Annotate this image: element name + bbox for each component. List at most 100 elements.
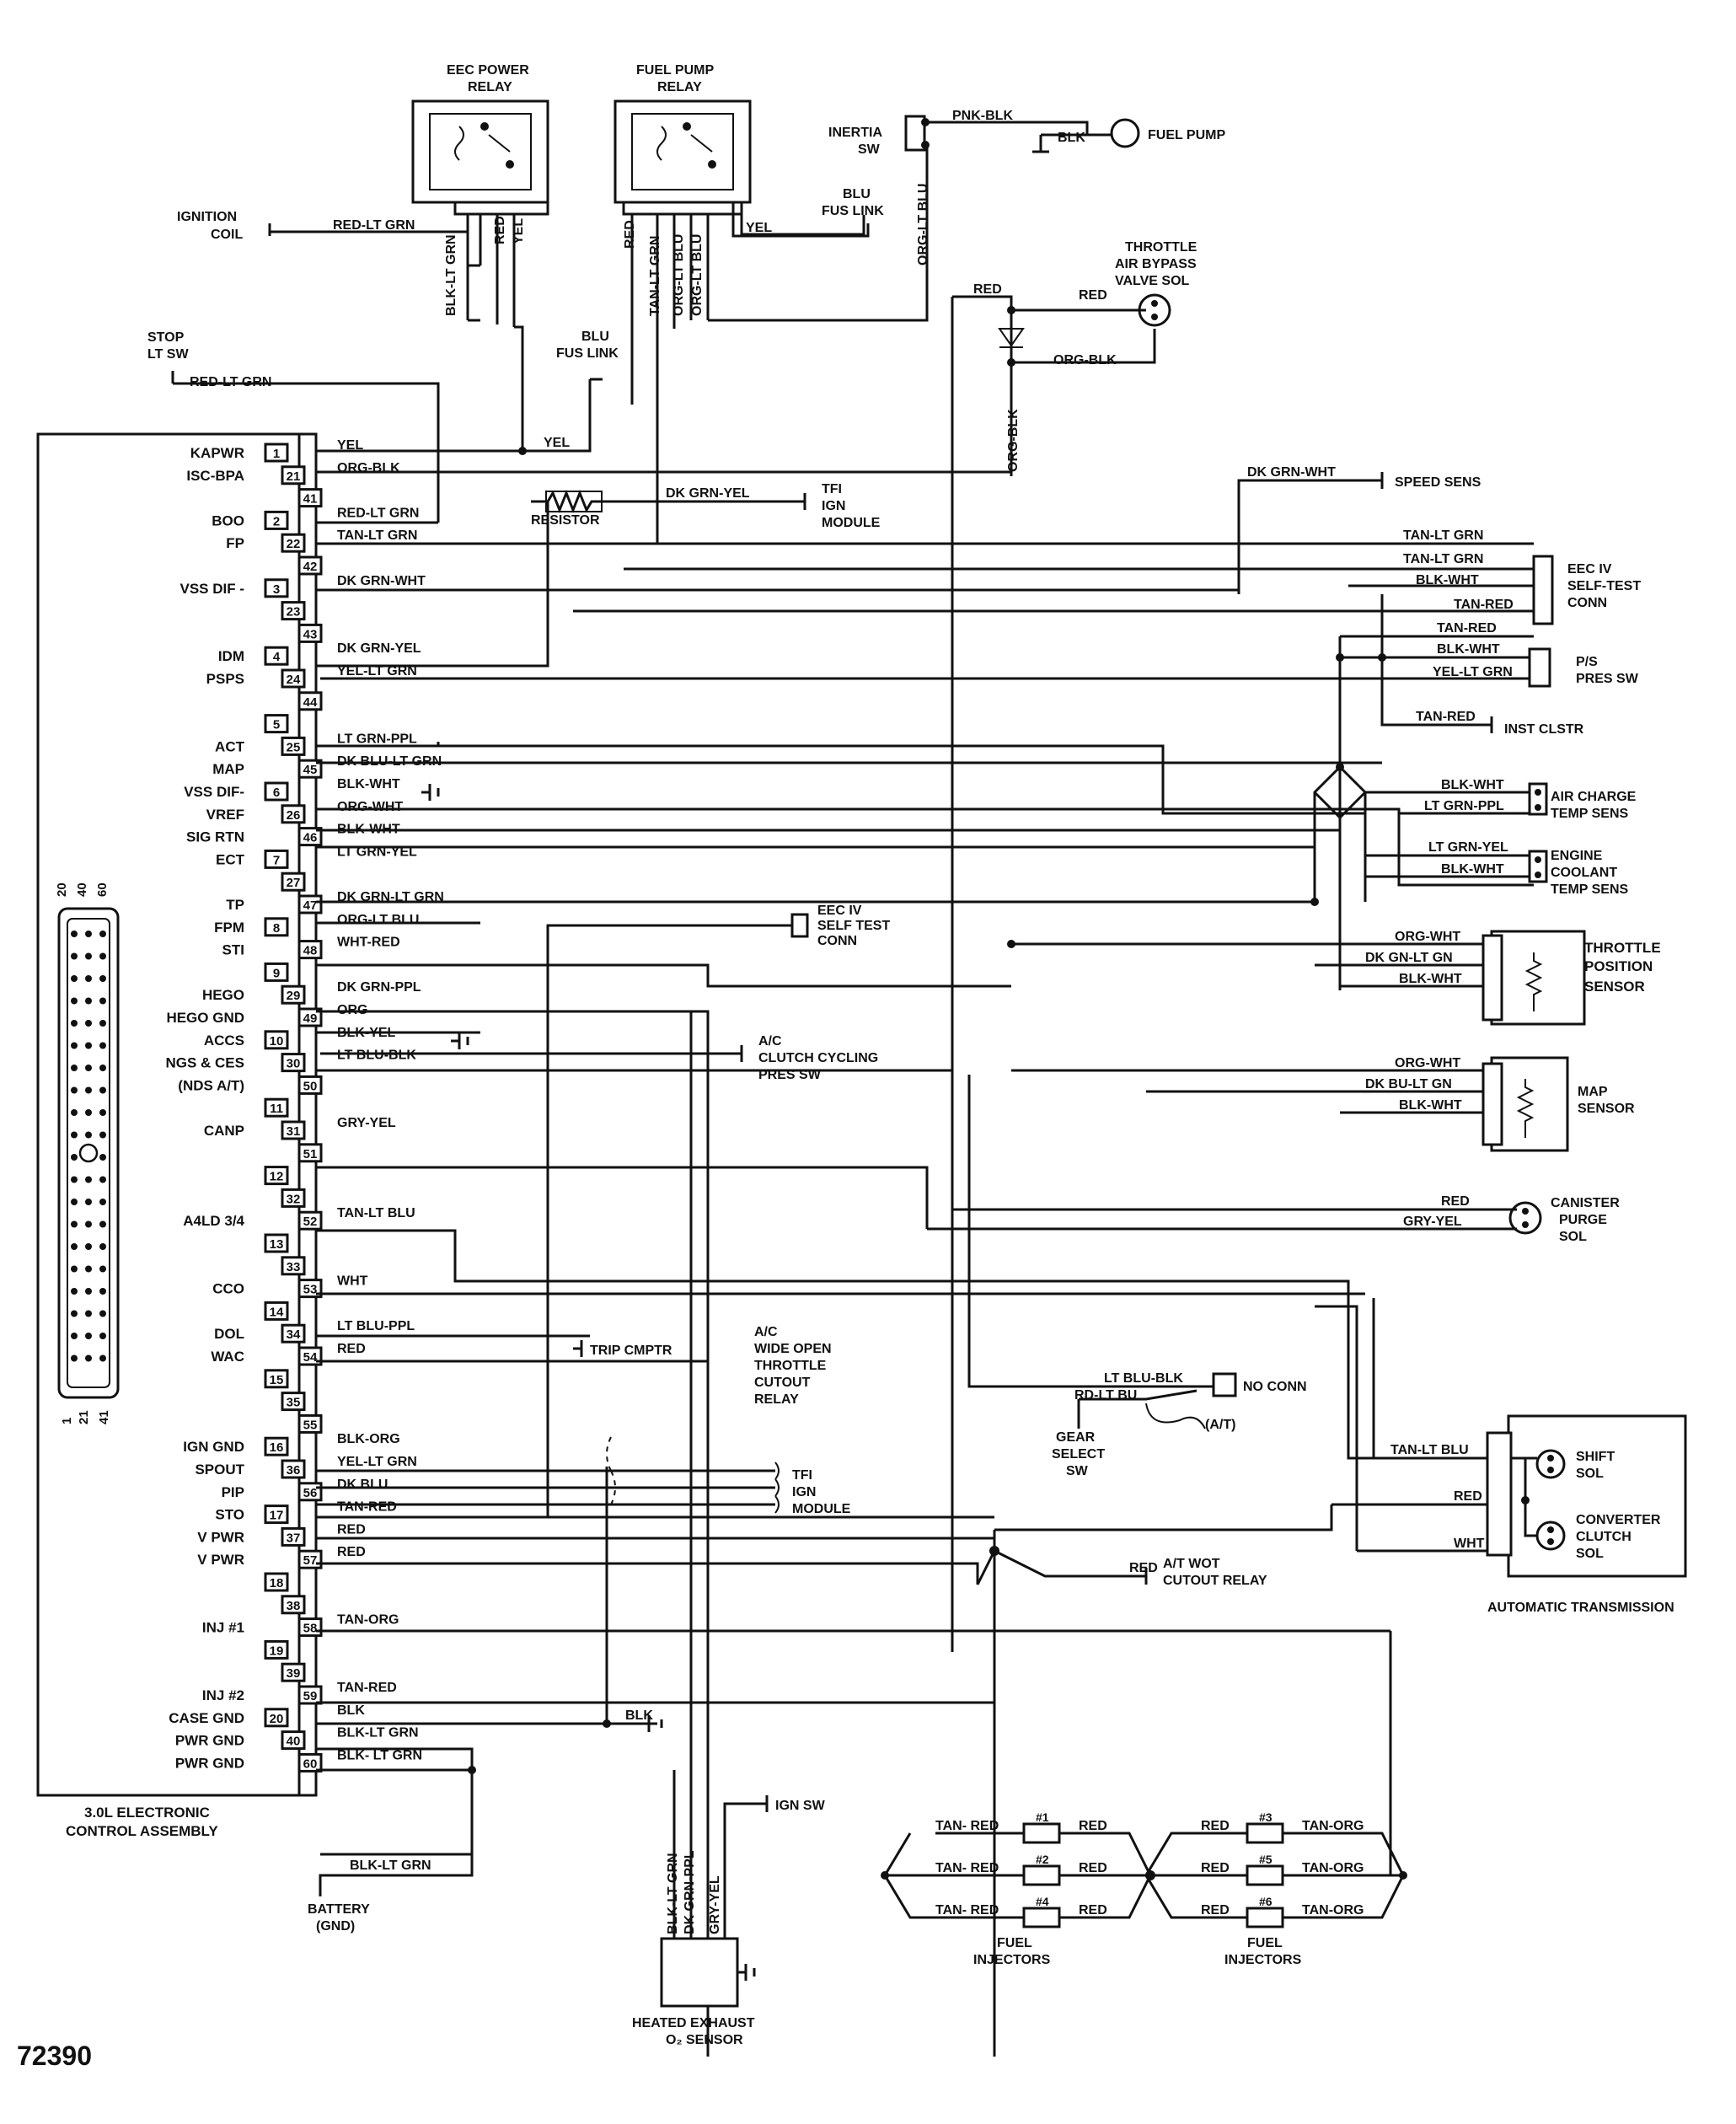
ecu-pin-label: VREF (206, 807, 244, 823)
ecu-pin-label: CANP (204, 1123, 244, 1139)
auto-trans-conn (1486, 1431, 1513, 1557)
wire-dk-grn-yel-tfi: DK GRN-YEL (666, 486, 750, 501)
ecu-pin-number: 32 (287, 1192, 301, 1206)
ecu-title-2: CONTROL ASSEMBLY (66, 1823, 218, 1839)
ecu-pin-wire-color: TAN-ORG (337, 1613, 399, 1628)
ecu-pin-row: 11 (264, 1097, 289, 1118)
connector-hole (85, 1020, 92, 1027)
canister-purge-symbol (1508, 1201, 1542, 1235)
ecu-pin-wire-color: YEL (337, 438, 363, 453)
connector-hole (99, 1109, 106, 1116)
at-wot-label-2: CUTOUT RELAY (1163, 1574, 1267, 1588)
ps-pres-switch (1528, 647, 1551, 688)
ecu-pin-wire-color: DK GRN-PPL (337, 980, 421, 995)
ecu-pin-box (297, 894, 323, 914)
ecu-pin-box (264, 1504, 289, 1525)
lower-components: TRIP CMPTR A/C WIDE OPEN THROTTLE CUTOUT… (308, 1011, 1687, 2057)
injector-wire-out: TAN-ORG (1302, 1903, 1364, 1918)
ecu-pin-box (281, 1459, 306, 1479)
injector-wire-in: RED (1201, 1819, 1230, 1833)
ecu-right-wires (316, 470, 1534, 2057)
ecu-pin-number: 16 (270, 1440, 284, 1455)
injector-number: #3 (1259, 1810, 1273, 1824)
ecu-pin-number: 6 (273, 786, 280, 800)
injector-number: #2 (1036, 1853, 1049, 1866)
connector-hole (99, 1086, 106, 1094)
ecu-pin-wire-color: BLK- LT GRN (337, 1748, 422, 1762)
ecu-pin-label: V PWR (197, 1529, 244, 1545)
at-label: (A/T) (1205, 1418, 1235, 1432)
connector-hole (99, 1176, 106, 1183)
ecu-pin-label: PSPS (206, 671, 244, 687)
ecu-pin-row: 41 (297, 488, 323, 508)
connector-hole (71, 1333, 78, 1339)
ecu-pin-label: PIP (222, 1484, 244, 1500)
connector-hole (99, 1042, 106, 1049)
connector-hole (71, 1288, 78, 1295)
no-conn-label: NO CONN (1243, 1380, 1307, 1394)
wire-org-blk-v: ORG-BLK (1006, 409, 1021, 472)
ecu-pin-number: 42 (303, 560, 318, 574)
ecu-pin-number: 36 (287, 1463, 301, 1478)
ecu-pin-label: IGN GND (183, 1439, 244, 1455)
injector-wire-out: TAN-ORG (1302, 1861, 1364, 1875)
connector-hole (85, 1199, 92, 1205)
ecu-pin-box (264, 1572, 289, 1592)
ecu-pin-box (264, 917, 289, 937)
connector-hole (99, 1065, 106, 1071)
connector-hole (71, 1042, 78, 1049)
ecu-pin-row: 33 (281, 1256, 306, 1276)
wire-stop-red-lt-grn: RED-LT GRN (190, 375, 271, 389)
wire-o2-gry-yel: GRY-YEL (708, 1875, 722, 1934)
wire-blk-case-gnd: BLK (625, 1708, 653, 1723)
o2-sensor-body (660, 1937, 739, 2008)
ecu-pin-number: 57 (303, 1553, 318, 1568)
injector-number: #4 (1036, 1895, 1049, 1908)
ecu-pin-number: 38 (287, 1599, 301, 1613)
ecu-pin-row: 13 (264, 1233, 289, 1253)
air-charge-sens-conn (1528, 782, 1548, 816)
gear-label-1: GEAR (1056, 1430, 1096, 1445)
ecu-pin-box (297, 1549, 323, 1569)
ecu-pin-label: ACCS (204, 1032, 244, 1049)
ecu-pin-label: DOL (214, 1326, 244, 1342)
ecu-pin-box (297, 1007, 323, 1027)
ecu-pin-label: PWR GND (175, 1733, 244, 1749)
ecu-pin-box (264, 1436, 289, 1456)
ecu-pin-label: CASE GND (169, 1710, 244, 1726)
o2-label-1: HEATED EXHAUST (632, 2016, 755, 2030)
ecu-pin-box (264, 781, 289, 802)
wire-blk-fp: BLK (1058, 131, 1085, 145)
wire-tan-red-2: TAN-RED (1437, 621, 1497, 636)
injector-number: #6 (1259, 1895, 1273, 1908)
ecu-pin-wire-color: TAN-LT GRN (337, 528, 417, 543)
connector-hole (99, 952, 106, 960)
ecu-pin-number: 13 (270, 1237, 284, 1252)
wire-tan-lt-grn-v: TAN-LT GRN (648, 236, 662, 316)
connector-hole (99, 1265, 106, 1273)
ecu-pin-number: 44 (303, 695, 318, 710)
ecu-pin-number: 2 (273, 514, 280, 528)
wire-blk-wht-1: BLK-WHT (1416, 573, 1479, 587)
ecu-pin-number: 58 (303, 1622, 318, 1636)
wire-yel-v: YEL (512, 218, 526, 244)
ecu-pin-box (297, 1685, 323, 1705)
ecu-pin-box (264, 1708, 289, 1728)
ecu-pin-number: 5 (273, 718, 280, 732)
connector-hole (71, 952, 78, 960)
wire-gry-yel-canister: GRY-YEL (1403, 1215, 1462, 1229)
connector-hole (99, 1020, 106, 1027)
conn-label-1: 1 (60, 1418, 74, 1424)
ecu-pin-label: V PWR (197, 1552, 244, 1568)
connector-hole (99, 975, 106, 982)
tps-body (1490, 930, 1586, 1026)
ecu-pin-number: 34 (287, 1328, 301, 1342)
connector-hole (85, 931, 92, 937)
injector-number: #1 (1036, 1810, 1049, 1824)
